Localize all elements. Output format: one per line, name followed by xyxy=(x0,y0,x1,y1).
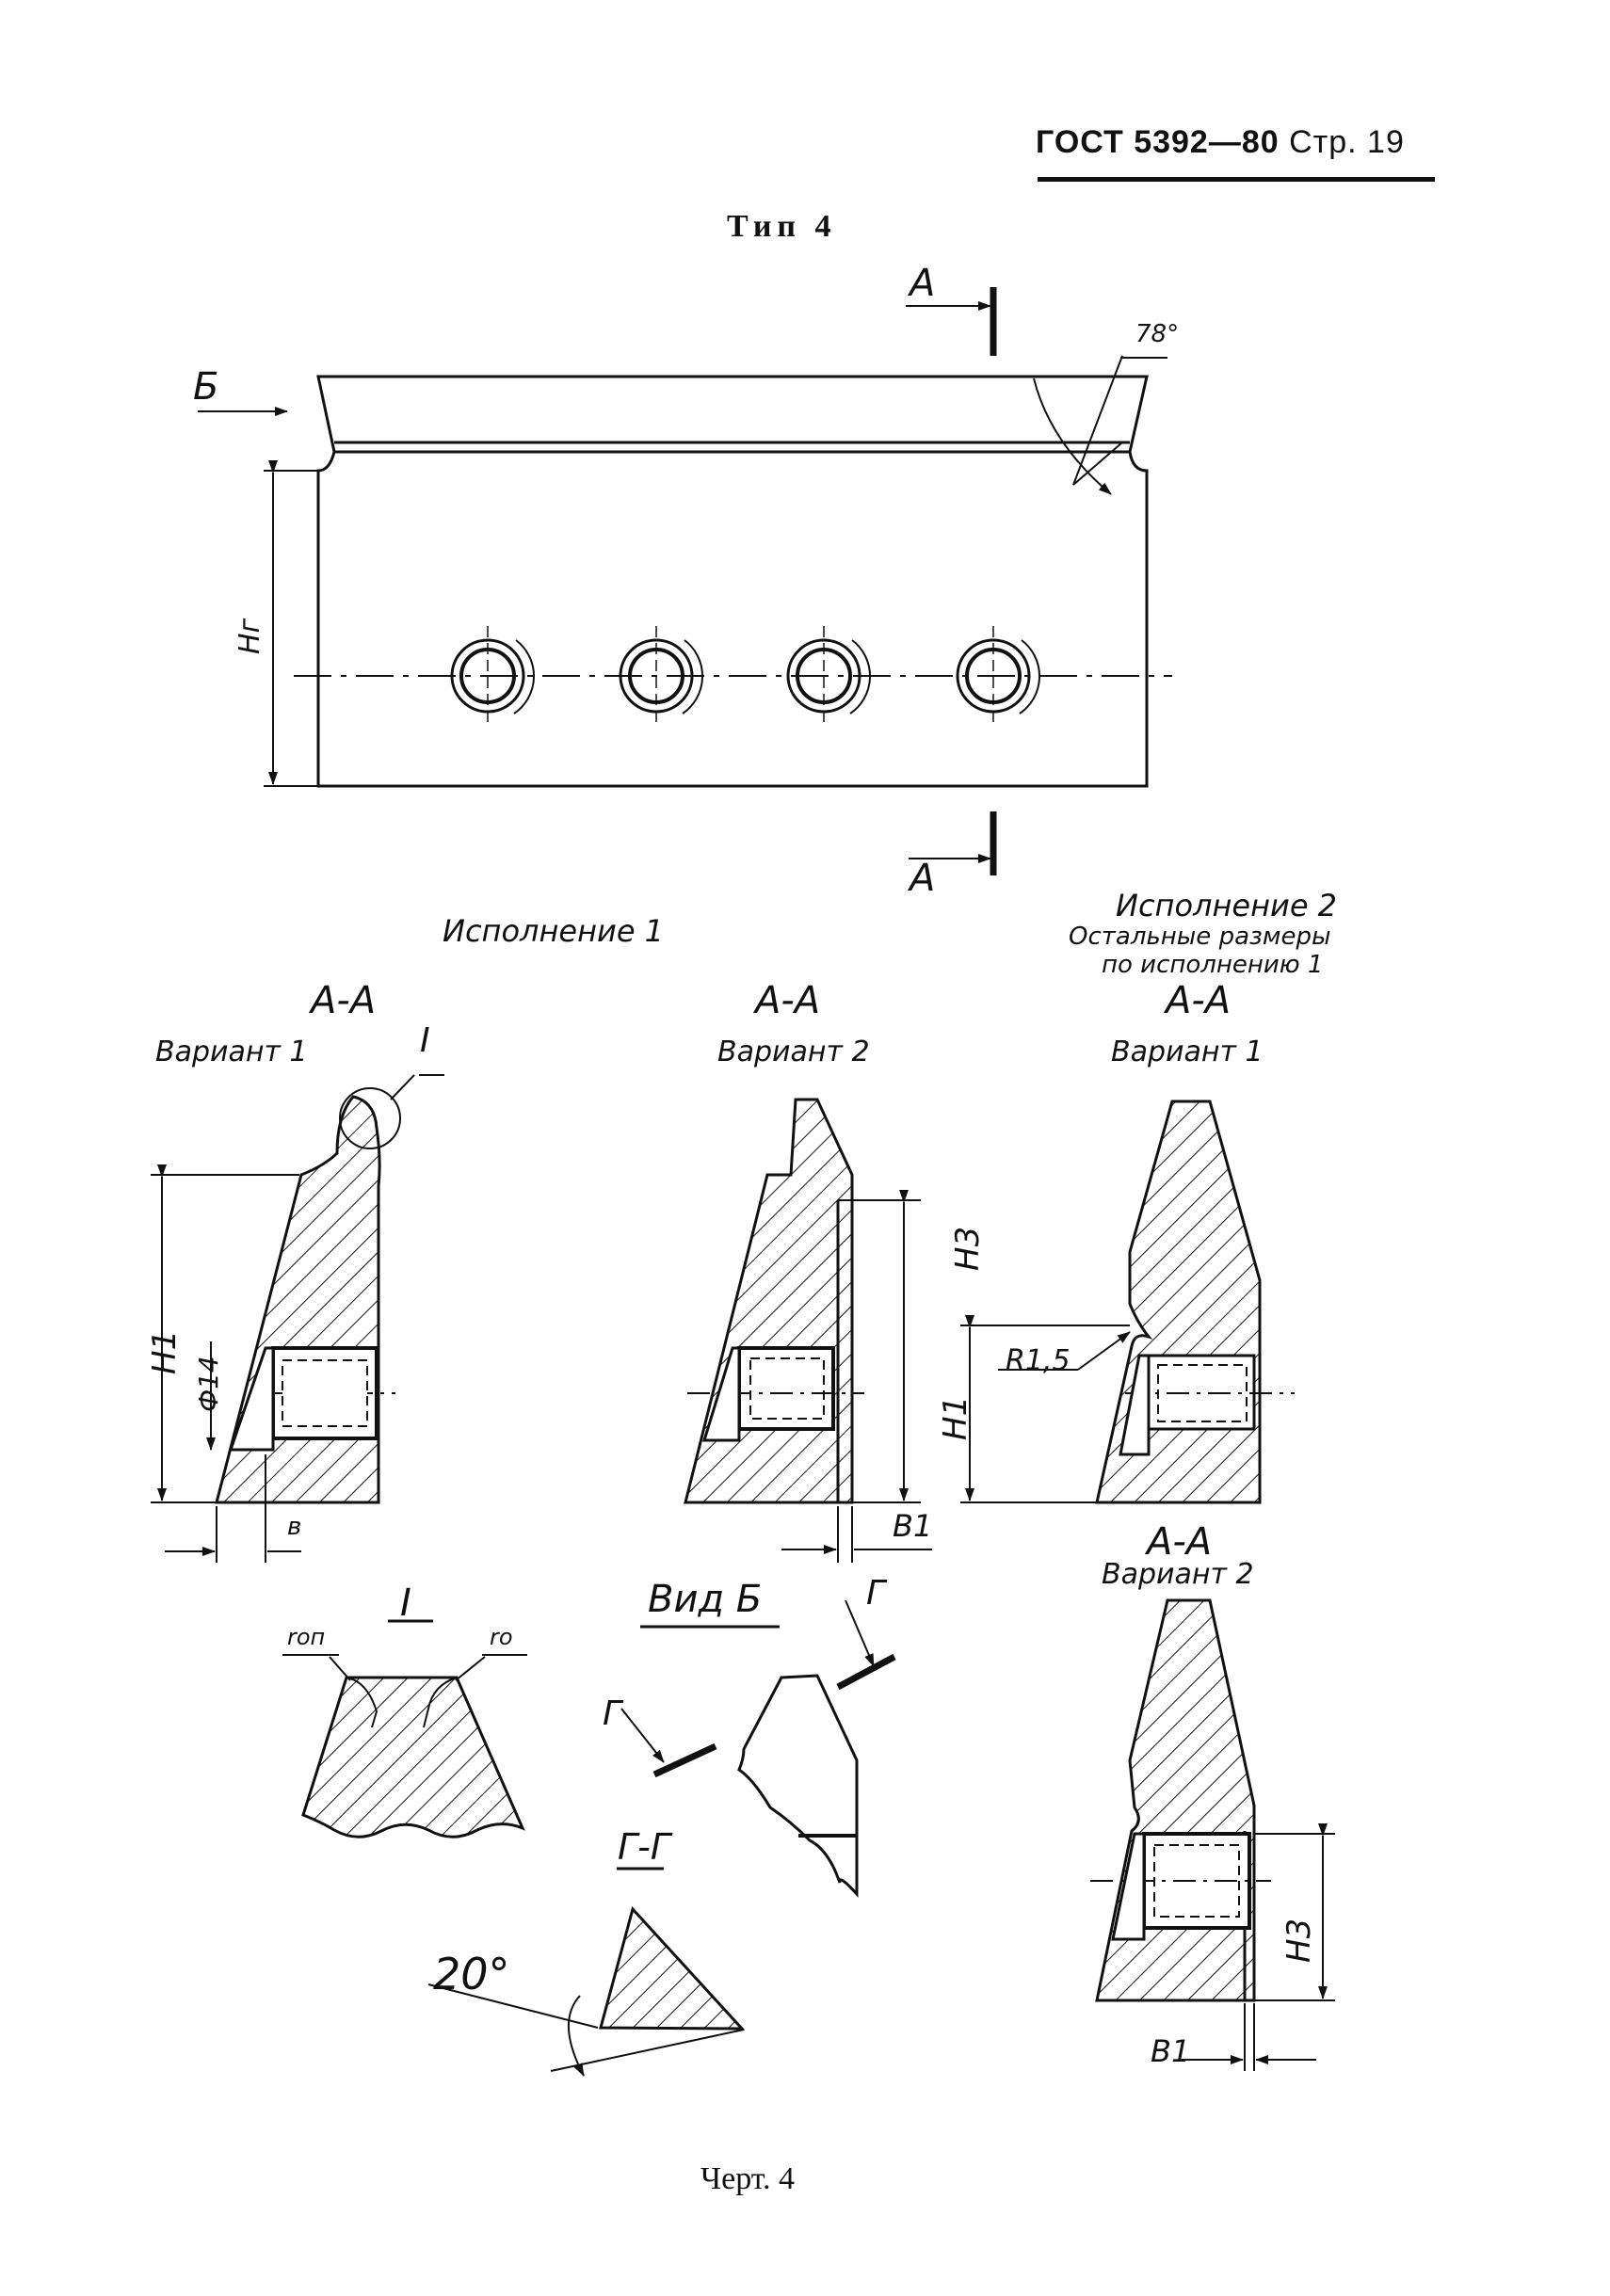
cut-mark-label-lower: Г xyxy=(603,1694,622,1733)
detail-I xyxy=(282,1619,527,1838)
h1-label-exec2: H1 xyxy=(937,1395,974,1440)
b1-label-variant2: В1 xyxy=(893,1508,933,1544)
section-mark-label-bottom: А xyxy=(910,857,936,900)
section-variant1-exec2 xyxy=(960,1100,1295,1504)
drawing-title: Тип 4 xyxy=(727,209,837,244)
section-aa-label-4: А-А xyxy=(1147,1520,1213,1564)
phi14-label: Ф14 xyxy=(193,1356,224,1412)
section-g-g xyxy=(427,1867,746,2077)
r-on-label: rоп xyxy=(287,1624,326,1650)
top-view-body xyxy=(316,375,1149,788)
view-b-heading: Вид Б xyxy=(648,1578,763,1621)
angle-78-label: 78° xyxy=(1135,320,1180,348)
page-number: Стр. 19 xyxy=(1289,124,1405,160)
variant-2-label: Вариант 2 xyxy=(717,1036,870,1068)
section-mark-label-top: А xyxy=(910,262,936,305)
view-b-mark-label: Б xyxy=(193,365,219,409)
detail-i-heading: I xyxy=(400,1582,411,1625)
detail-mark-circle-label: I xyxy=(420,1021,430,1060)
h1-label-variant1: H1 xyxy=(146,1329,184,1374)
mounting-hole xyxy=(956,626,1041,726)
execution-2-note-line2: по исполнению 1 xyxy=(1102,951,1324,979)
mounting-hole xyxy=(619,626,704,726)
r15-label: R1,5 xyxy=(1006,1344,1071,1377)
section-aa-label-3: А-А xyxy=(1166,979,1232,1022)
variant-1-exec2-label: Вариант 1 xyxy=(1111,1036,1264,1068)
section-mark-top xyxy=(906,287,997,356)
figure-caption: Черт. 4 xyxy=(700,2161,796,2196)
mounting-hole xyxy=(450,626,536,726)
b-label: в xyxy=(287,1513,302,1541)
execution-1-heading: Исполнение 1 xyxy=(443,913,665,949)
mounting-hole xyxy=(786,626,872,726)
mounting-holes xyxy=(450,626,1041,726)
cut-mark-label-upper: Г xyxy=(866,1574,886,1613)
h3-label-exec2: H3 xyxy=(1280,1918,1318,1963)
section-gg-label: Г-Г xyxy=(618,1826,671,1868)
section-aa-label-2: А-А xyxy=(755,979,821,1022)
section-variant2-exec2 xyxy=(1090,1598,1335,2071)
section-variant1-exec1 xyxy=(151,1074,444,1563)
height-hg-label: Hг xyxy=(233,618,266,654)
execution-2-heading: Исполнение 2 xyxy=(1116,888,1338,923)
b1-label-exec2: В1 xyxy=(1151,2033,1191,2069)
header-rule xyxy=(1038,177,1435,182)
variant-2-exec2-label: Вариант 2 xyxy=(1102,1558,1254,1591)
section-mark-bottom xyxy=(909,811,997,875)
r-o-label: rо xyxy=(490,1624,513,1650)
view-b xyxy=(620,1599,896,1898)
angle-20-label: 20° xyxy=(433,1949,510,1999)
height-dimension xyxy=(264,460,318,787)
angle-dimension-78 xyxy=(1033,355,1167,495)
h3-label-variant2: H3 xyxy=(949,1226,987,1271)
standard-number: ГОСТ 5392—80 xyxy=(1036,124,1280,160)
section-aa-label-1: А-А xyxy=(311,979,377,1022)
page-header: ГОСТ 5392—80 Стр. 19 xyxy=(1036,124,1405,161)
execution-2-note-line1: Остальные размеры xyxy=(1069,923,1331,951)
section-variant2-exec1 xyxy=(684,1098,932,1563)
variant-1-label: Вариант 1 xyxy=(155,1036,308,1068)
